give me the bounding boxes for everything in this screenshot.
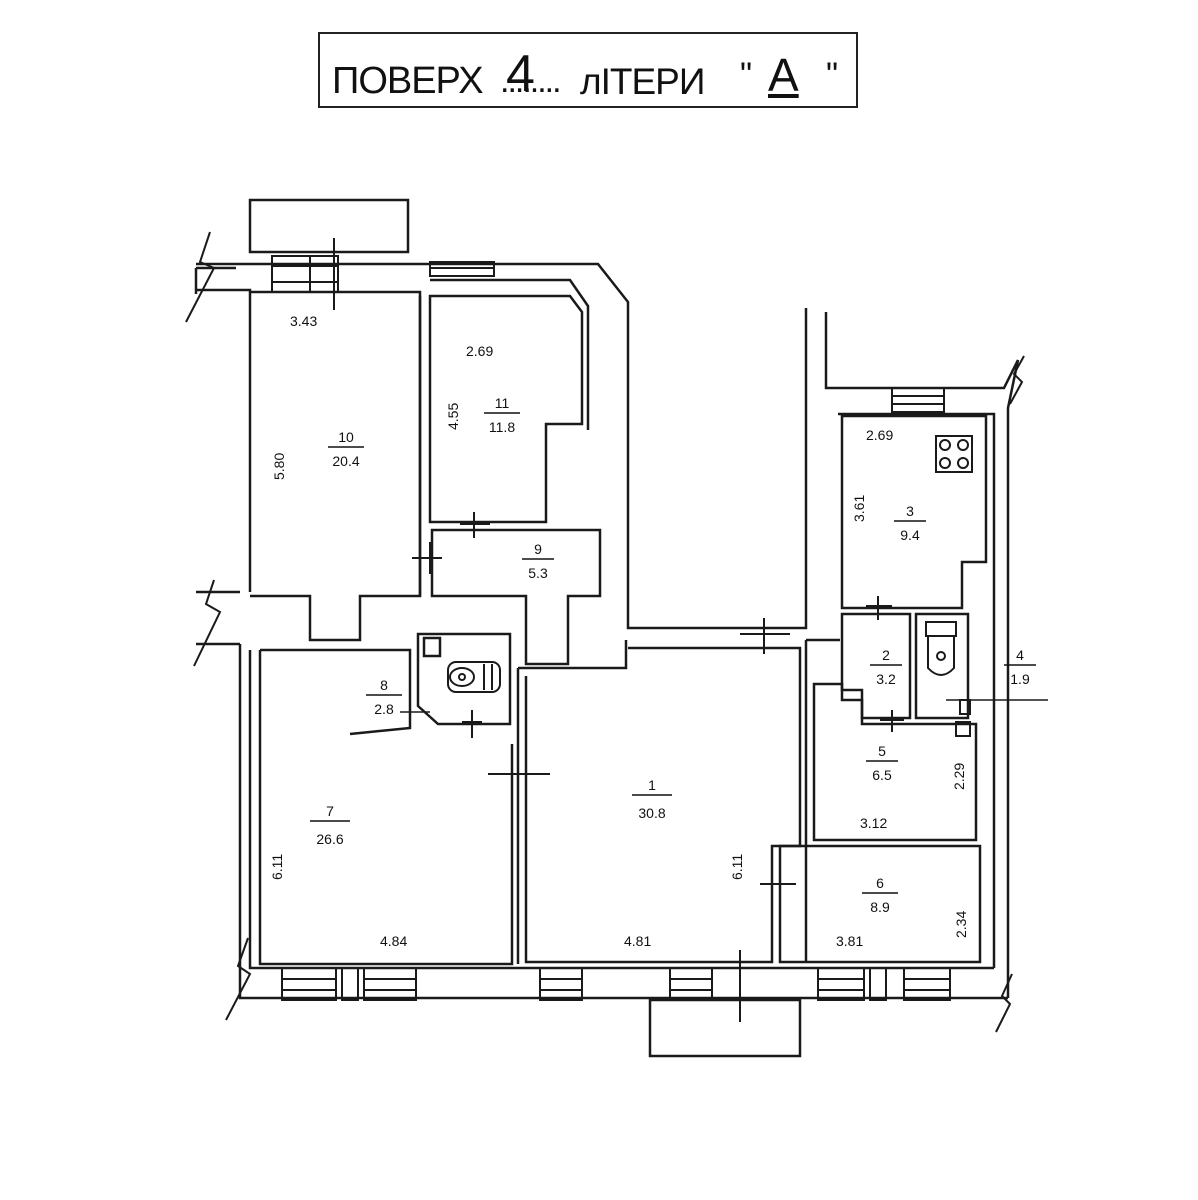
- top-windows: [271, 255, 945, 413]
- room-labels: 10 20.4 11 11.8 9 5.3 3 9.4 2 3.2 4 1.9: [310, 395, 1036, 915]
- dim-r6-bottom: 3.81: [836, 933, 863, 949]
- room-2-label: 2 3.2: [870, 647, 902, 687]
- dim-r5-bottom: 3.12: [860, 815, 887, 831]
- litera-value: А: [768, 49, 799, 101]
- room-area: 5.3: [528, 565, 548, 581]
- door-marks: [333, 238, 904, 1022]
- room-area: 30.8: [638, 805, 665, 821]
- dim-r1-side: 6.11: [729, 854, 745, 880]
- room-area: 20.4: [332, 453, 359, 469]
- room-area: 11.8: [489, 419, 515, 435]
- top-projection: [248, 198, 410, 254]
- stove-icon: [935, 435, 973, 473]
- dim-r10-side: 5.80: [271, 453, 287, 480]
- room-number: 4: [1016, 647, 1024, 663]
- floor-dots: ........: [500, 62, 562, 100]
- room-10-label: 10 20.4: [328, 429, 364, 469]
- sink-icon: [955, 699, 971, 737]
- room-5-label: 5 6.5: [866, 743, 898, 783]
- room-number: 7: [326, 803, 334, 819]
- room-1-label: 1 30.8: [632, 777, 672, 821]
- dashed-openings: [511, 640, 807, 800]
- room-area: 26.6: [316, 831, 343, 847]
- bathtub-icon: [447, 661, 501, 693]
- litera-word: лІТЕРИ: [580, 61, 705, 102]
- room-number: 6: [876, 875, 884, 891]
- room-area: 2.8: [374, 701, 394, 717]
- room-area: 3.2: [876, 671, 896, 687]
- room-area: 8.9: [870, 899, 890, 915]
- dim-r1-bottom: 4.81: [624, 933, 651, 949]
- room-number: 11: [495, 395, 510, 411]
- dim-r6-side: 2.34: [953, 911, 969, 938]
- dim-r7-side: 6.11: [269, 854, 285, 880]
- room-number: 9: [534, 541, 542, 557]
- dimension-labels: 3.43 5.80 2.69 4.55 2.69 3.61 2.29 3.12 …: [269, 313, 969, 949]
- room-area: 1.9: [1010, 671, 1030, 687]
- dim-r10-top: 3.43: [290, 313, 317, 329]
- room-7-label: 7 26.6: [310, 803, 350, 847]
- exterior-walls: [194, 262, 1020, 1000]
- dim-r11-top: 2.69: [466, 343, 493, 359]
- dim-r3-side: 3.61: [851, 495, 867, 522]
- room-8-label: 8 2.8: [366, 677, 402, 717]
- floor-title-box: ПОВЕРХ ........ 4 лІТЕРИ " А ": [318, 32, 858, 108]
- room-number: 3: [906, 503, 914, 519]
- interior-walls: [250, 294, 988, 966]
- room-number: 5: [878, 743, 886, 759]
- litera-quote-close: ": [826, 56, 839, 94]
- room-number: 1: [648, 777, 656, 793]
- room-3-label: 3 9.4: [894, 503, 926, 543]
- dim-r7-bottom: 4.84: [380, 933, 407, 949]
- floor-number: 4: [506, 45, 535, 103]
- room-4-label: 4 1.9: [1004, 647, 1036, 687]
- toilet-icon: [925, 621, 957, 676]
- dim-r3-top: 2.69: [866, 427, 893, 443]
- room-9-label: 9 5.3: [522, 541, 554, 581]
- room-number: 10: [338, 429, 354, 445]
- break-marks: [185, 231, 1025, 1033]
- bottom-windows: [281, 967, 951, 1001]
- floor-word: ПОВЕРХ: [332, 60, 484, 102]
- room-number: 8: [380, 677, 388, 693]
- dim-r11-side: 4.55: [445, 403, 461, 430]
- litera-quote-open: ": [740, 56, 753, 94]
- room-number: 2: [882, 647, 890, 663]
- room-11-label: 11 11.8: [484, 395, 520, 435]
- bottom-projection: [648, 998, 802, 1058]
- room-area: 6.5: [872, 767, 892, 783]
- room-area: 9.4: [900, 527, 920, 543]
- room-6-label: 6 8.9: [862, 875, 898, 915]
- dim-r5-side: 2.29: [951, 763, 967, 790]
